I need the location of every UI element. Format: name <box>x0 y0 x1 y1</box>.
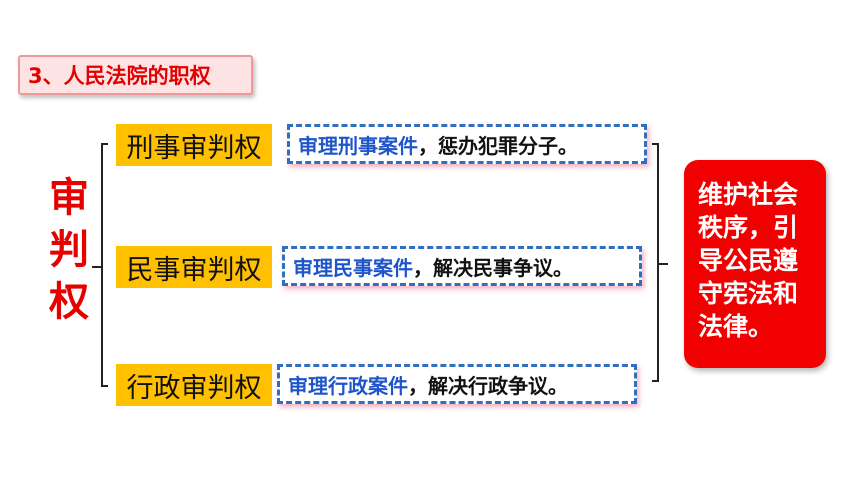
desc-criminal-rest: ，惩办犯罪分子。 <box>418 133 578 158</box>
desc-criminal: 审理刑事案件，惩办犯罪分子。 <box>287 124 647 164</box>
left-brace <box>101 143 108 387</box>
main-label-char-3: 权 <box>49 279 89 325</box>
section-title: 3、人民法院的职权 <box>18 55 253 95</box>
desc-administrative: 审理行政案件，解决行政争议。 <box>277 364 637 404</box>
main-label-char-1: 审 <box>49 175 89 221</box>
power-administrative: 行政审判权 <box>116 364 272 406</box>
desc-civil-rest: ，解决民事争议。 <box>413 255 573 280</box>
desc-administrative-highlight: 审理行政案件 <box>288 373 408 398</box>
power-criminal: 刑事审判权 <box>116 124 272 166</box>
desc-criminal-highlight: 审理刑事案件 <box>298 133 418 158</box>
desc-administrative-rest: ，解决行政争议。 <box>408 373 568 398</box>
role-box: 维护社会秩序，引导公民遵守宪法和法律。 <box>684 160 826 368</box>
desc-civil: 审理民事案件，解决民事争议。 <box>282 246 642 286</box>
right-brace <box>652 143 659 382</box>
main-label-char-2: 判 <box>49 227 89 273</box>
power-civil: 民事审判权 <box>116 246 272 288</box>
main-label: 审 判 权 <box>42 172 96 328</box>
desc-civil-highlight: 审理民事案件 <box>293 255 413 280</box>
